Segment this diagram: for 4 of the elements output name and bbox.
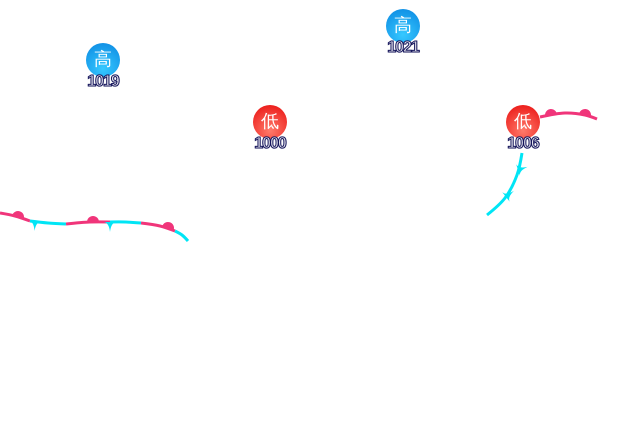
pressure-value: 1019 [87,74,119,90]
pressure-value: 1021 [387,40,419,56]
pressure-value: 1006 [507,136,539,152]
pressure-value: 1000 [254,136,286,152]
